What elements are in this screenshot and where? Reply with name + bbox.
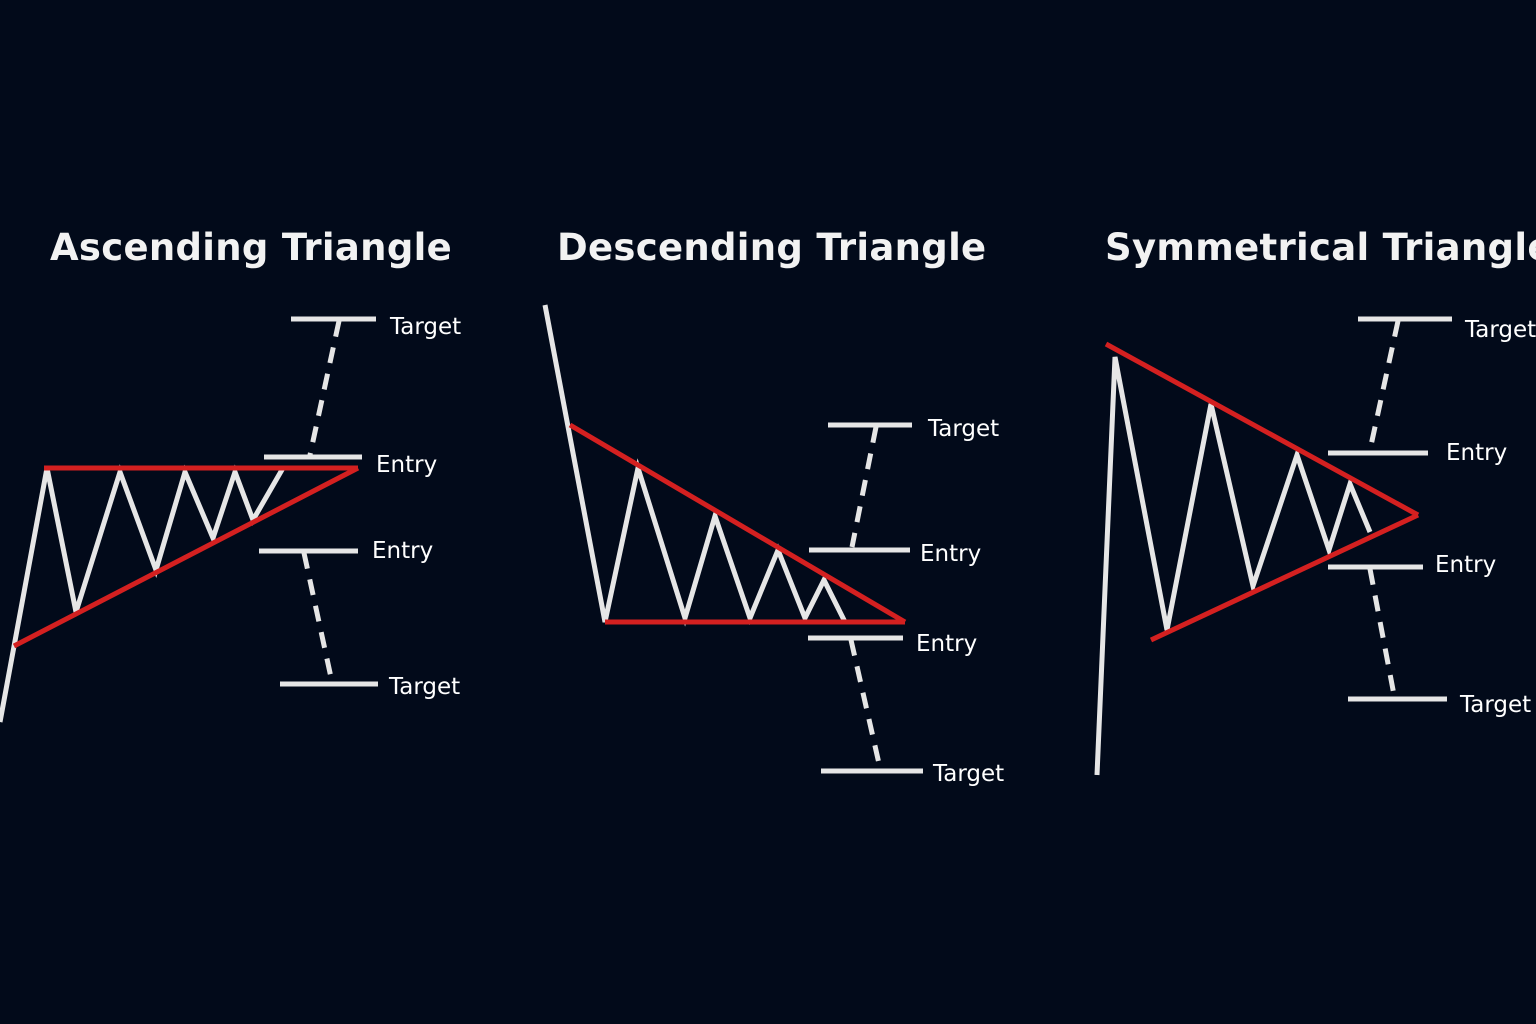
symmetrical-title: Symmetrical Triangle [1105,226,1536,269]
symmetrical-lower-projection [1367,568,1397,696]
descending-lower-entry-label: Entry [916,631,977,657]
symmetrical-upper-trendline [1104,341,1420,518]
ascending-upper-target-label: Target [389,314,461,340]
ascending-lower-projection [301,552,335,683]
ascending-price-line [0,464,286,723]
descending-upper-entry-label: Entry [920,541,981,567]
symmetrical-upper-projection [1367,320,1401,451]
descending-price-line [542,304,848,627]
ascending-lower-target-label: Target [388,674,460,700]
ascending-upper-projection [307,320,342,456]
ascending-triangle-panel: Ascending Triangle Target Entry Entry Ta… [0,226,461,723]
symmetrical-lower-target-label: Target [1459,692,1531,718]
descending-triangle-panel: Descending Triangle Target Entry Entry T… [542,226,1004,787]
descending-upper-projection [849,426,879,548]
ascending-title: Ascending Triangle [50,226,452,269]
symmetrical-lower-entry-label: Entry [1435,552,1496,578]
ascending-support-line [12,465,360,649]
symmetrical-price-line [1094,356,1373,776]
ascending-upper-entry-label: Entry [376,452,437,478]
descending-upper-target-label: Target [927,416,999,442]
descending-title: Descending Triangle [557,226,986,269]
ascending-lower-entry-label: Entry [372,538,433,564]
symmetrical-upper-target-label: Target [1464,317,1536,343]
descending-lower-projection [848,639,883,769]
symmetrical-triangle-panel: Symmetrical Triangle Target Entry Entry … [1094,226,1536,776]
symmetrical-lower-trendline [1149,512,1420,643]
descending-resistance-line [568,422,907,625]
descending-lower-target-label: Target [932,761,1004,787]
symmetrical-upper-entry-label: Entry [1446,440,1507,466]
